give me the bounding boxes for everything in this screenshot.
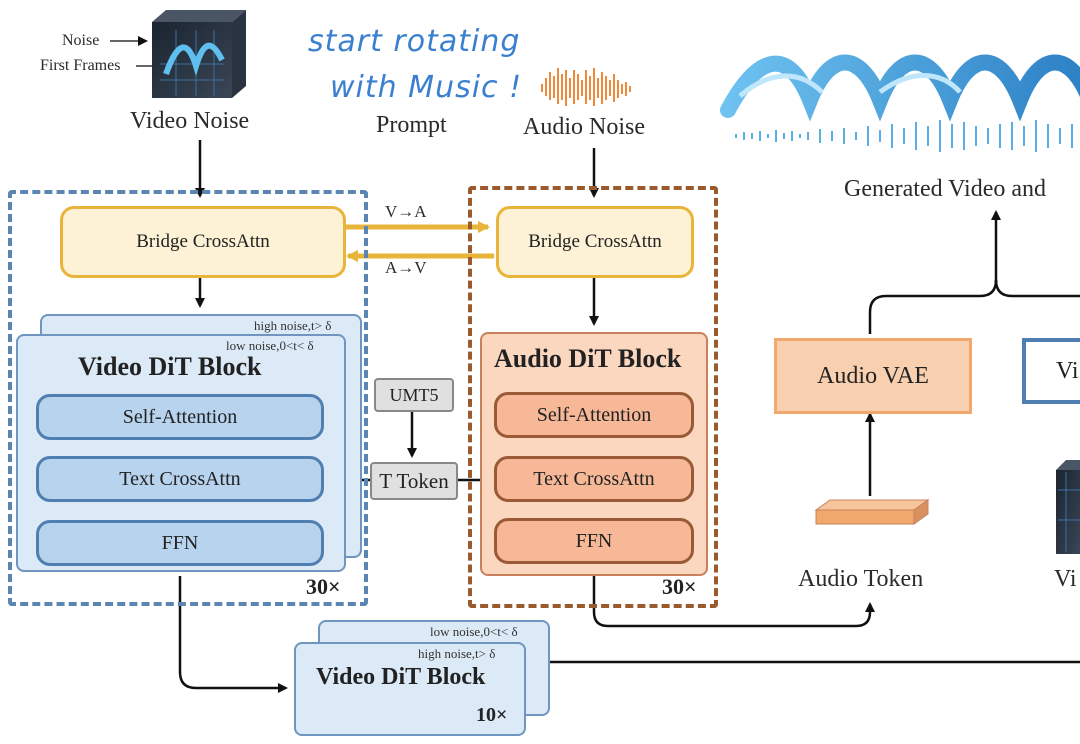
video-bridge-crossattn: Bridge CrossAttn [60, 206, 346, 278]
audio-stream-container [468, 186, 718, 608]
t-token: T Token [370, 462, 458, 500]
generated-audio-waveform-icon [735, 120, 1073, 152]
refiner-low-noise-label: low noise,0<t< δ [430, 624, 518, 639]
audio-noise-label: Audio Noise [523, 114, 645, 140]
video-repeat-count: 30× [306, 574, 341, 599]
refiner-high-noise-label: high noise,t> δ [418, 646, 496, 661]
refiner-dit-title: Video DiT Block [316, 664, 486, 690]
prompt-text-line2: with Music ! [330, 70, 523, 105]
video-to-refiner-arrow [178, 576, 288, 693]
video-noise-cube-icon [152, 10, 246, 98]
video-text-crossattn: Text CrossAttn [36, 456, 324, 502]
audio-bridge-crossattn: Bridge CrossAttn [496, 206, 694, 278]
audio-self-attention: Self-Attention [494, 392, 694, 438]
generated-video-logo-icon [720, 54, 1080, 122]
audio-token-slab-icon [814, 499, 930, 525]
video-token-cube-icon [1056, 460, 1080, 554]
video-self-attention: Self-Attention [36, 394, 324, 440]
refiner-video-dit-block [294, 642, 526, 736]
video-dit-title: Video DiT Block [78, 352, 262, 381]
prompt-label: Prompt [376, 112, 447, 138]
audio-output-arrow [592, 574, 875, 628]
audio-token-label: Audio Token [798, 566, 924, 592]
a-to-v-label: A→V [385, 258, 427, 277]
audio-vae: Audio VAE [774, 338, 972, 414]
video-high-noise-label: high noise,t> δ [254, 318, 332, 333]
video-ffn: FFN [36, 520, 324, 566]
generated-output-label: Generated Video and [844, 176, 1047, 202]
video-vae-partial: Vi [1022, 338, 1080, 404]
v-to-a-label: V→A [385, 202, 427, 221]
video-token-label-partial: Vi [1054, 566, 1077, 592]
umt5-encoder: UMT5 [374, 378, 454, 412]
audio-dit-title: Audio DiT Block [494, 344, 682, 373]
audio-text-crossattn: Text CrossAttn [494, 456, 694, 502]
prompt-text-line1: start rotating [308, 24, 521, 59]
audio-noise-waveform-icon [541, 68, 631, 106]
audio-ffn: FFN [494, 518, 694, 564]
video-stream-container [8, 190, 368, 606]
audio-repeat-count: 30× [662, 574, 697, 599]
audio-vae-output-line [868, 279, 998, 334]
refiner-repeat-count: 10× [476, 704, 508, 726]
video-noise-label: Video Noise [130, 108, 250, 134]
first-frames-label: First Frames [40, 57, 121, 74]
noise-label: Noise [62, 32, 100, 49]
video-vae-output-line [994, 279, 1080, 298]
video-low-noise-label: low noise,0<t< δ [226, 338, 314, 353]
